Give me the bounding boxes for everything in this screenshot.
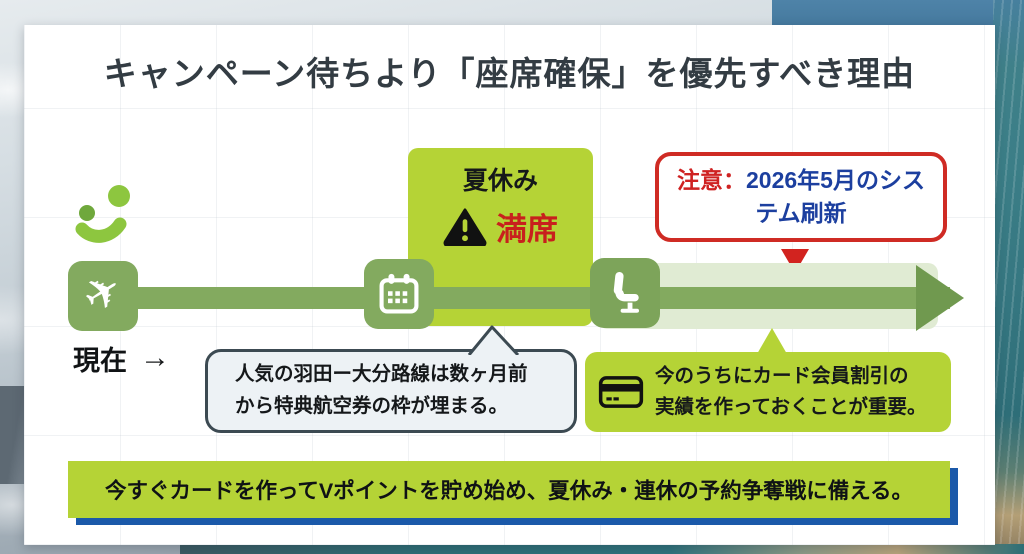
background-ocean-top (772, 0, 1024, 27)
background-ocean-bottom (180, 544, 1024, 554)
calendar-icon (379, 273, 419, 314)
timeline-arrowhead-icon (916, 265, 964, 331)
timeline-node-seat (590, 258, 660, 328)
smile-logo-icon (75, 185, 130, 243)
speech-bubble-card-discount: 今のうちにカード会員割引の 実績を作っておくことが重要。 (585, 328, 951, 432)
notice-label: 注意： (677, 167, 747, 194)
bubble-left-line2: から特典航空券の枠が埋まる。 (235, 395, 509, 417)
timeline-node-departure: ✈ (68, 261, 138, 331)
bubble-right-line1: 今のうちにカード会員割引の (655, 365, 909, 388)
seat-icon (613, 272, 639, 313)
bubble-right-text: 今のうちにカード会員割引の 実績を作っておくことが重要。 (655, 361, 926, 423)
speech-bubble-tail-icon (467, 325, 520, 355)
background-airplane-wing (0, 386, 26, 484)
timeline-node-calendar (364, 259, 434, 329)
notice-text-block: 注意：2026年5月のシステム刷新 (669, 164, 933, 229)
airplane-icon: ✈ (73, 262, 132, 324)
green-bubble-tail-icon (757, 328, 787, 354)
notice-text: 2026年5月のシステム刷新 (746, 167, 925, 226)
brand-logo (74, 183, 136, 251)
now-arrow-icon: → (140, 340, 170, 374)
timeline-bar (100, 287, 950, 309)
now-label: 現在 (73, 346, 127, 376)
summer-status-label: 満席 (496, 212, 558, 247)
conclusion-banner: 今すぐカードを作ってVポイントを貯め始め、夏休み・連休の予約争奪戦に備える。 (68, 461, 950, 518)
bubble-left-line1: 人気の羽田ー大分路線は数ヶ月前 (235, 363, 528, 386)
bubble-right-line2: 実績を作っておくことが重要。 (655, 396, 927, 418)
credit-card-icon (598, 376, 644, 408)
speech-bubble-award-seats: 人気の羽田ー大分路線は数ヶ月前 から特典航空券の枠が埋まる。 (205, 325, 577, 433)
summer-status-row: 満席 (408, 204, 593, 249)
now-row: 現在 → (73, 339, 170, 378)
background-ocean-right (993, 0, 1024, 554)
warning-icon (443, 207, 487, 246)
page-title: キャンペーン待ちより「座席確保」を優先すべき理由 (103, 55, 916, 92)
conclusion-banner-text: 今すぐカードを作ってVポイントを貯め始め、夏休み・連休の予約争奪戦に備える。 (104, 479, 914, 503)
slide-panel: キャンペーン待ちより「座席確保」を優先すべき理由 夏休み 満席 注意：2026年… (24, 25, 995, 545)
summer-heading: 夏休み (462, 167, 538, 195)
notice-box: 注意：2026年5月のシステム刷新 (655, 152, 947, 242)
